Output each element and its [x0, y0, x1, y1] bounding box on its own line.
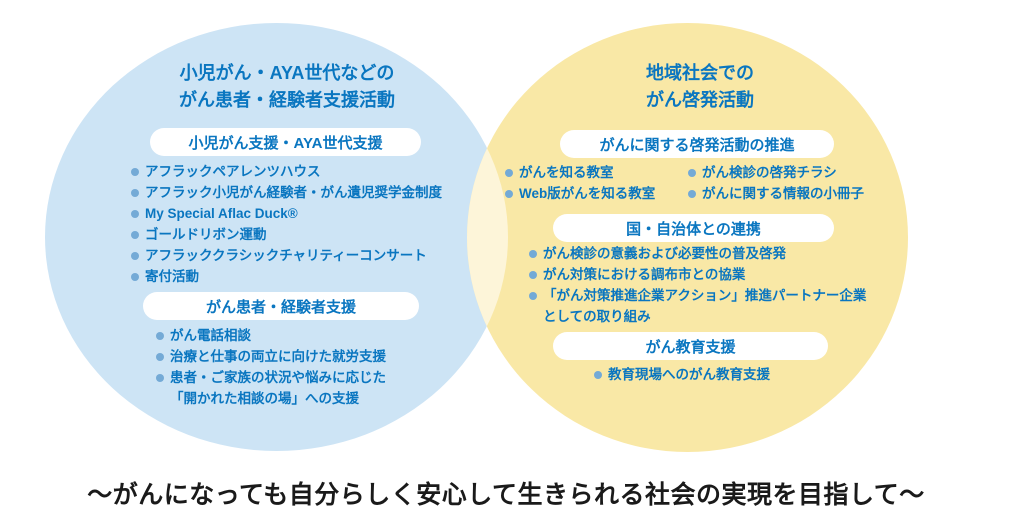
list-item-text: ゴールドリボン運動 — [145, 227, 267, 242]
awareness-column-2: がん検診の啓発チラシ がんに関する情報の小冊子 — [688, 162, 864, 204]
list-item: アフラック小児がん経験者・がん遺児奨学金制度 — [131, 182, 442, 203]
list-item: ゴールドリボン運動 — [131, 224, 442, 245]
list-item: 寄付活動 — [131, 266, 442, 287]
right-awareness-columns: がんを知る教室 Web版がんを知る教室 がん検診の啓発チラシ がんに関する情報の… — [505, 162, 864, 204]
list-item-text: がん電話相談 — [170, 328, 251, 343]
left-list-patient-survivor: がん電話相談 治療と仕事の両立に向けた就労支援 患者・ご家族の状況や悩みに応じた… — [156, 325, 386, 409]
bullet-icon — [594, 371, 602, 379]
list-item-text: 寄付活動 — [145, 269, 199, 284]
list-item-text: がん検診の啓発チラシ — [702, 165, 837, 180]
bullet-icon — [131, 168, 139, 176]
left-pill-patient-survivor-support: がん患者・経験者支援 — [143, 292, 419, 320]
list-item: 患者・ご家族の状況や悩みに応じた 「開かれた相談の場」への支援 — [156, 367, 386, 409]
bullet-icon — [131, 273, 139, 281]
list-item-text: アフラックペアレンツハウス — [145, 164, 321, 179]
list-item-text: がんに関する情報の小冊子 — [702, 186, 864, 201]
pill-label: 小児がん支援・AYA世代支援 — [188, 134, 383, 152]
list-item-text: がん対策における調布市との協業 — [543, 267, 746, 282]
list-item: 教育現場へのがん教育支援 — [594, 364, 770, 385]
bullet-icon — [505, 169, 513, 177]
list-item-text: 治療と仕事の両立に向けた就労支援 — [170, 349, 386, 364]
pill-label: 国・自治体との連携 — [626, 220, 761, 238]
list-item-text: 教育現場へのがん教育支援 — [608, 367, 770, 382]
right-list-education: 教育現場へのがん教育支援 — [594, 364, 770, 385]
bullet-icon — [505, 190, 513, 198]
list-item-text: アフラッククラシックチャリティーコンサート — [145, 248, 427, 263]
bullet-icon — [131, 210, 139, 218]
bullet-icon — [156, 353, 164, 361]
pill-label: がんに関する啓発活動の推進 — [599, 136, 795, 154]
list-item-text: アフラック小児がん経験者・がん遺児奨学金制度 — [145, 185, 442, 200]
bullet-icon — [131, 252, 139, 260]
list-item: アフラックペアレンツハウス — [131, 161, 442, 182]
bullet-icon — [529, 271, 537, 279]
awareness-column-1: がんを知る教室 Web版がんを知る教室 — [505, 162, 688, 204]
list-item-text: 患者・ご家族の状況や悩みに応じた 「開かれた相談の場」への支援 — [170, 370, 386, 406]
left-pill-childhood-aya-support: 小児がん支援・AYA世代支援 — [150, 128, 421, 156]
bullet-icon — [529, 250, 537, 258]
bullet-icon — [156, 332, 164, 340]
list-item: がん検診の啓発チラシ — [688, 162, 864, 183]
bullet-icon — [529, 292, 537, 300]
list-item: がん対策における調布市との協業 — [529, 264, 866, 285]
list-item-text: My Special Aflac Duck® — [145, 206, 298, 221]
list-item-text: Web版がんを知る教室 — [519, 186, 656, 201]
right-list-government: がん検診の意義および必要性の普及啓発 がん対策における調布市との協業 「がん対策… — [529, 243, 866, 327]
list-item-text: がんを知る教室 — [519, 165, 614, 180]
list-item: アフラッククラシックチャリティーコンサート — [131, 245, 442, 266]
pill-label: がん患者・経験者支援 — [205, 298, 356, 316]
left-circle-title: 小児がん・AYA世代などの がん患者・経験者支援活動 — [179, 63, 395, 110]
bullet-icon — [131, 231, 139, 239]
right-pill-awareness-promotion: がんに関する啓発活動の推進 — [560, 130, 834, 158]
list-item-text: がん検診の意義および必要性の普及啓発 — [543, 246, 786, 261]
bullet-icon — [131, 189, 139, 197]
list-item: がん電話相談 — [156, 325, 386, 346]
tagline: 〜がんになっても自分らしく安心して生きられる社会の実現を目指して〜 — [87, 481, 925, 509]
list-item-text: 「がん対策推進企業アクション」推進パートナー企業 としての取り組み — [543, 288, 867, 324]
list-item: がんに関する情報の小冊子 — [688, 183, 864, 204]
list-item: 「がん対策推進企業アクション」推進パートナー企業 としての取り組み — [529, 285, 866, 327]
list-item: Web版がんを知る教室 — [505, 183, 688, 204]
right-pill-government-collaboration: 国・自治体との連携 — [553, 214, 834, 242]
left-circle-shape — [45, 23, 508, 451]
right-pill-cancer-education: がん教育支援 — [553, 332, 828, 360]
list-item: がん検診の意義および必要性の普及啓発 — [529, 243, 866, 264]
bullet-icon — [156, 374, 164, 382]
bullet-icon — [688, 190, 696, 198]
right-circle-title: 地域社会での がん啓発活動 — [646, 63, 754, 110]
pill-label: がん教育支援 — [645, 338, 736, 356]
bullet-icon — [688, 169, 696, 177]
left-list-childhood-aya: アフラックペアレンツハウス アフラック小児がん経験者・がん遺児奨学金制度 My … — [131, 161, 442, 287]
list-item: My Special Aflac Duck® — [131, 203, 442, 224]
list-item: 治療と仕事の両立に向けた就労支援 — [156, 346, 386, 367]
list-item: がんを知る教室 — [505, 162, 688, 183]
